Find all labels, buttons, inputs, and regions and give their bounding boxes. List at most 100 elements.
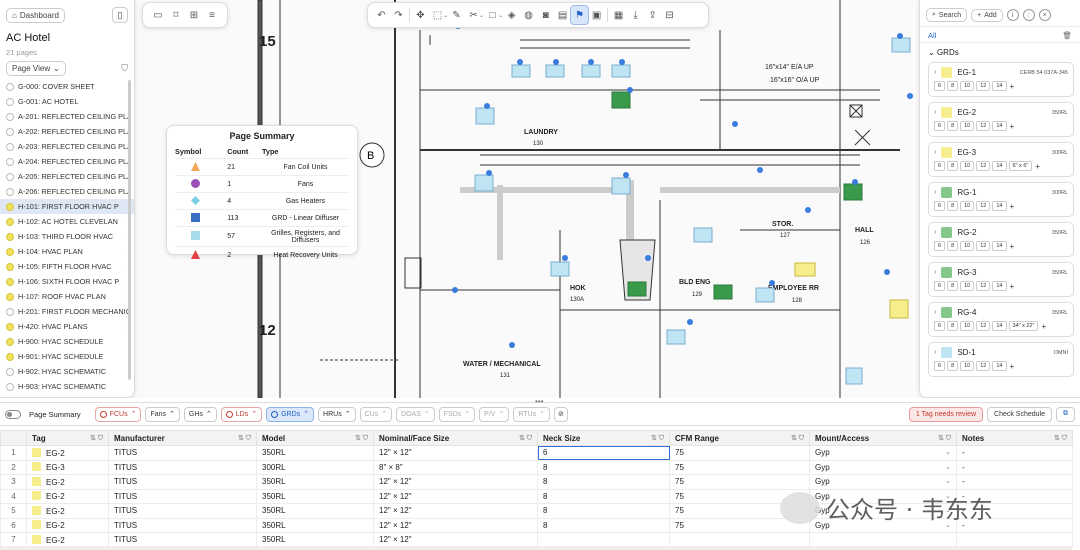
neck-size-button[interactable]: 8 bbox=[947, 281, 959, 291]
sheet-item[interactable]: A-201: REFLECTED CEILING PLA bbox=[0, 109, 134, 124]
filter-chip[interactable]: DOAS⌃ bbox=[396, 406, 435, 422]
tab-all[interactable]: All bbox=[928, 31, 937, 40]
neck-size-button[interactable]: 8 bbox=[947, 241, 959, 251]
column-header[interactable]: Neck Size⇅ ⛉ bbox=[537, 430, 670, 446]
sheet-item[interactable]: A-202: REFLECTED CEILING PLA bbox=[0, 124, 134, 139]
sort-filter-icon[interactable]: ⇅ ⛉ bbox=[237, 434, 251, 442]
sort-filter-icon[interactable]: ⇅ ⛉ bbox=[518, 434, 532, 442]
sheet-item[interactable]: H-901: HYAC SCHEDULE bbox=[0, 349, 134, 364]
chevron-right-icon[interactable]: › bbox=[934, 189, 937, 196]
scan-icon[interactable]: ▣ bbox=[591, 9, 602, 21]
neck-size-button[interactable]: 12 bbox=[976, 81, 991, 91]
group-grds[interactable]: ⌄ GRDs bbox=[928, 48, 959, 57]
filter-chip[interactable]: CUs⌃ bbox=[359, 406, 393, 422]
neck-size-button[interactable]: 14 bbox=[992, 161, 1007, 171]
sheet-item[interactable]: H-902: HYAC SCHEMATIC bbox=[0, 364, 134, 379]
neck-size-button[interactable]: 10 bbox=[960, 321, 975, 331]
neck-size-button[interactable]: 6 bbox=[934, 241, 946, 251]
neck-size-button[interactable]: 6 bbox=[934, 121, 946, 131]
neck-size-button[interactable]: 14 bbox=[992, 361, 1007, 371]
chevron-down-icon[interactable]: ⌄ bbox=[945, 492, 951, 500]
sheet-item[interactable]: A-206: REFLECTED CEILING PLA bbox=[0, 184, 134, 199]
move-icon[interactable]: ✥ bbox=[416, 9, 425, 21]
sort-filter-icon[interactable]: ⇅ ⛉ bbox=[937, 434, 951, 442]
plus-icon[interactable]: + bbox=[1035, 161, 1041, 171]
chevron-down-icon[interactable]: ⌄ bbox=[945, 449, 951, 457]
sheet-item[interactable]: A-205: REFLECTED CEILING PLA bbox=[0, 169, 134, 184]
neck-size-button[interactable]: 14 bbox=[992, 321, 1007, 331]
review-alert-button[interactable]: 1 Tag needs review bbox=[908, 406, 984, 422]
trash-icon[interactable]: 🗑 bbox=[1062, 31, 1072, 40]
filter-chip[interactable]: GRDs⌃ bbox=[266, 406, 315, 422]
save-icon[interactable]: ▦ bbox=[613, 9, 624, 21]
filter-chip[interactable]: LDs⌃ bbox=[220, 406, 263, 422]
sort-filter-icon[interactable]: ⇅ ⛉ bbox=[790, 434, 804, 442]
column-header[interactable]: Nominal/Face Size⇅ ⛉ bbox=[373, 430, 538, 446]
filter-chip[interactable]: HRUs⌃ bbox=[318, 406, 356, 422]
neck-size-button[interactable]: 14 bbox=[992, 241, 1007, 251]
redo-icon[interactable]: ↷ bbox=[394, 9, 403, 21]
chevron-right-icon[interactable]: › bbox=[934, 69, 937, 76]
filter-chip[interactable]: GHs⌃ bbox=[183, 406, 217, 422]
neck-size-button[interactable]: 6 bbox=[934, 161, 946, 171]
sheet-item[interactable]: H-101: FIRST FLOOR HVAC P› bbox=[0, 199, 134, 214]
tag-tool-icon[interactable]: ⚑ bbox=[570, 5, 590, 25]
chevron-right-icon[interactable]: › bbox=[934, 349, 937, 356]
neck-size-button[interactable]: 8 bbox=[947, 121, 959, 131]
column-header[interactable]: Tag⇅ ⛉ bbox=[26, 430, 109, 446]
neck-size-button[interactable]: 8 bbox=[947, 321, 959, 331]
camera-icon[interactable]: ◙ bbox=[542, 9, 549, 21]
comment-icon[interactable]: ▭ bbox=[153, 9, 163, 21]
sheet-item[interactable]: H-102: AC HOTEL CLEVELAN› bbox=[0, 214, 134, 229]
filter-chip[interactable]: FSDs⌃ bbox=[438, 406, 476, 422]
hide-icon[interactable]: ⊘ bbox=[553, 406, 568, 422]
filter-chip[interactable]: Fans⌃ bbox=[145, 406, 180, 422]
sheet-item[interactable]: H-107: ROOF HVAC PLAN› bbox=[0, 289, 134, 304]
neck-size-button[interactable]: 12 bbox=[976, 361, 991, 371]
chevron-right-icon[interactable]: › bbox=[934, 109, 937, 116]
check-schedule-button[interactable]: Check Schedule bbox=[987, 406, 1052, 422]
undo-icon[interactable]: ↶ bbox=[377, 9, 386, 21]
neck-size-button[interactable]: 12 bbox=[976, 281, 991, 291]
download-icon[interactable]: ⤓ bbox=[633, 9, 638, 21]
sheet-item[interactable]: H-106: SIXTH FLOOR HVAC P› bbox=[0, 274, 134, 289]
page-summary-toggle[interactable] bbox=[5, 409, 21, 419]
plus-icon[interactable]: + bbox=[1009, 121, 1015, 131]
neck-size-button[interactable]: 6 bbox=[934, 361, 946, 371]
sheet-item[interactable]: H-903: HYAC SCHEMATIC bbox=[0, 379, 134, 394]
drag-handle-icon[interactable]: ••• bbox=[535, 397, 544, 406]
neck-size-button[interactable]: 8 bbox=[947, 161, 959, 171]
neck-size-button[interactable]: 12 bbox=[976, 161, 991, 171]
rectangle-icon[interactable]: □ bbox=[489, 9, 496, 21]
plus-icon[interactable]: + bbox=[1009, 281, 1015, 291]
column-header[interactable]: CFM Range⇅ ⛉ bbox=[669, 430, 810, 446]
neck-size-button[interactable]: 10 bbox=[960, 361, 975, 371]
close-icon[interactable]: × bbox=[1038, 9, 1051, 21]
layers-icon[interactable]: ◈ bbox=[507, 9, 516, 21]
plus-icon[interactable]: + bbox=[1041, 321, 1047, 331]
plus-icon[interactable]: + bbox=[1009, 201, 1015, 211]
neck-size-button[interactable]: 6 bbox=[934, 281, 946, 291]
neck-size-button[interactable]: 10 bbox=[960, 121, 975, 131]
plus-icon[interactable]: + bbox=[1009, 241, 1015, 251]
sheet-item[interactable]: H-900: HYAC SCHEDULE bbox=[0, 334, 134, 349]
face-size-button[interactable]: 6" x 6" bbox=[1008, 161, 1033, 171]
filter-icon[interactable]: ⛉ bbox=[121, 63, 128, 73]
neck-size-button[interactable]: 14 bbox=[992, 81, 1007, 91]
sort-filter-icon[interactable]: ⇅ ⛉ bbox=[650, 434, 664, 442]
filter-chip[interactable]: FCUs⌃ bbox=[94, 406, 142, 422]
plus-icon[interactable]: + bbox=[1009, 361, 1015, 371]
table-scrollbar[interactable] bbox=[0, 546, 1072, 550]
sheet-item[interactable]: H-420: HVAC PLANS› bbox=[0, 319, 134, 334]
drawing-canvas[interactable]: 15 12 LAUNDRY 130 HOK 130A WATER / MECHA… bbox=[0, 0, 1080, 398]
chevron-right-icon[interactable]: › bbox=[934, 149, 937, 156]
